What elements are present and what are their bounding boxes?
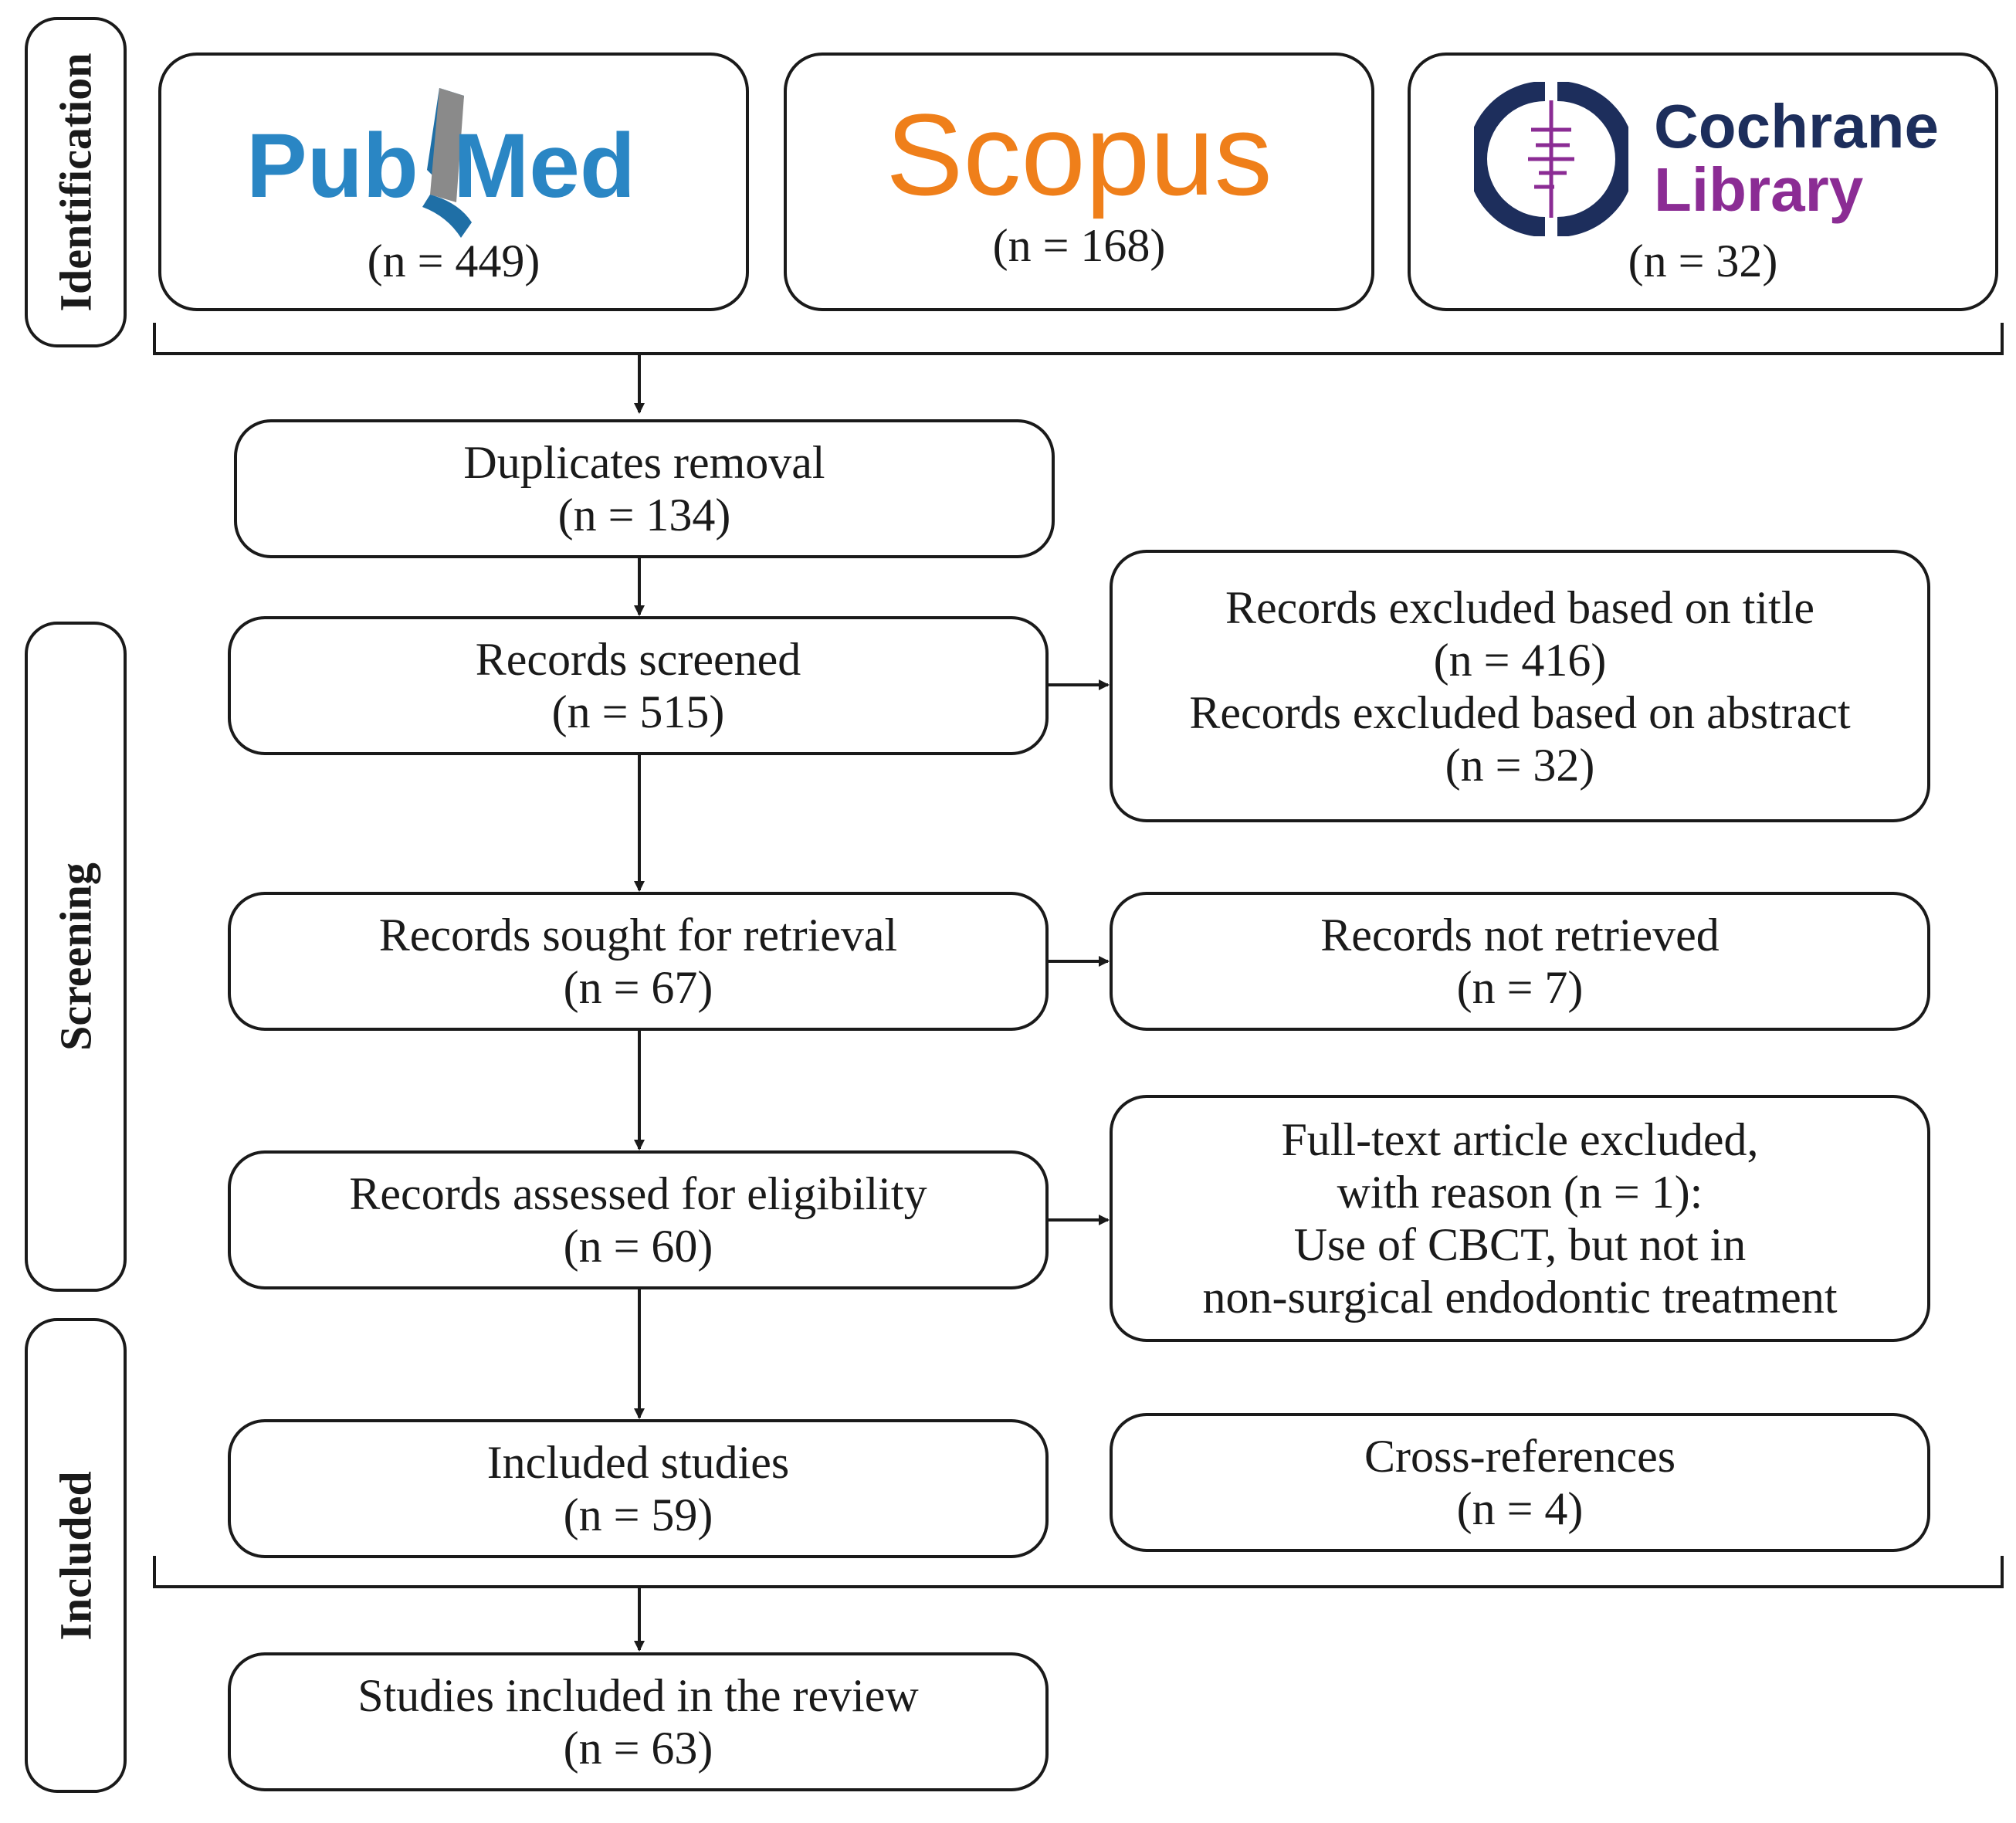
pubmed-logo: Pub Med <box>246 86 667 241</box>
records-excluded-box: Records excluded based on title (n = 416… <box>1110 550 1930 822</box>
duplicates-count: (n = 134) <box>557 490 731 540</box>
cross-references-count: (n = 4) <box>1456 1483 1584 1534</box>
excluded-abstract-label: Records excluded based on abstract <box>1189 686 1851 738</box>
excluded-title-count: (n = 416) <box>1433 634 1607 686</box>
sought-count: (n = 67) <box>563 962 713 1013</box>
fulltext-excluded-line1: Full-text article excluded, <box>1281 1114 1759 1165</box>
pubmed-logo-med: Med <box>453 115 635 217</box>
screened-count: (n = 515) <box>551 686 725 737</box>
assessed-count: (n = 60) <box>563 1221 713 1272</box>
records-not-retrieved-box: Records not retrieved (n = 7) <box>1110 892 1930 1031</box>
final-label: Studies included in the review <box>357 1670 919 1721</box>
not-retrieved-label: Records not retrieved <box>1320 910 1720 961</box>
assessed-label: Records assessed for eligibility <box>349 1168 927 1219</box>
studies-included-review-box: Studies included in the review (n = 63) <box>228 1652 1049 1791</box>
fulltext-excluded-line2: with reason (n = 1): <box>1337 1167 1703 1218</box>
cochrane-logo-icon <box>1474 82 1628 236</box>
included-studies-count: (n = 59) <box>563 1489 713 1540</box>
scopus-logo: Scopus <box>886 90 1272 219</box>
source-cochrane: Cochrane Library (n = 32) <box>1408 53 1998 311</box>
included-studies-box: Included studies (n = 59) <box>228 1419 1049 1558</box>
source-scopus: Scopus (n = 168) <box>784 53 1374 311</box>
records-sought-box: Records sought for retrieval (n = 67) <box>228 892 1049 1031</box>
identification-bracket <box>153 323 2004 355</box>
cochrane-logo-line2: Library <box>1654 155 1864 224</box>
excluded-title-label: Records excluded based on title <box>1225 581 1815 633</box>
phase-included: Included <box>25 1318 127 1793</box>
sought-label: Records sought for retrieval <box>378 910 898 961</box>
not-retrieved-count: (n = 7) <box>1456 962 1584 1013</box>
cochrane-logo-line1: Cochrane <box>1654 92 1939 161</box>
fulltext-excluded-line3: Use of CBCT, but not in <box>1293 1219 1747 1270</box>
cross-references-label: Cross-references <box>1364 1431 1676 1482</box>
cochrane-count: (n = 32) <box>1628 235 1778 286</box>
excluded-abstract-count: (n = 32) <box>1445 739 1595 791</box>
records-assessed-box: Records assessed for eligibility (n = 60… <box>228 1150 1049 1289</box>
phase-screening: Screening <box>25 622 127 1292</box>
pubmed-logo-pub: Pub <box>246 115 418 217</box>
included-studies-label: Included studies <box>486 1437 790 1488</box>
cross-references-box: Cross-references (n = 4) <box>1110 1413 1930 1552</box>
included-bracket <box>153 1556 2004 1588</box>
records-screened-box: Records screened (n = 515) <box>228 616 1049 755</box>
pubmed-count: (n = 449) <box>367 235 540 286</box>
source-pubmed: Pub Med (n = 449) <box>158 53 749 311</box>
phase-identification: Identification <box>25 17 127 347</box>
screened-label: Records screened <box>475 634 801 685</box>
pubmed-book-icon <box>422 88 472 238</box>
scopus-count: (n = 168) <box>992 220 1166 271</box>
duplicates-removal-box: Duplicates removal (n = 134) <box>234 419 1055 558</box>
fulltext-excluded-box: Full-text article excluded, with reason … <box>1110 1095 1930 1342</box>
duplicates-label: Duplicates removal <box>463 437 825 488</box>
final-count: (n = 63) <box>563 1723 713 1774</box>
fulltext-excluded-line4: non-surgical endodontic treatment <box>1202 1272 1838 1323</box>
